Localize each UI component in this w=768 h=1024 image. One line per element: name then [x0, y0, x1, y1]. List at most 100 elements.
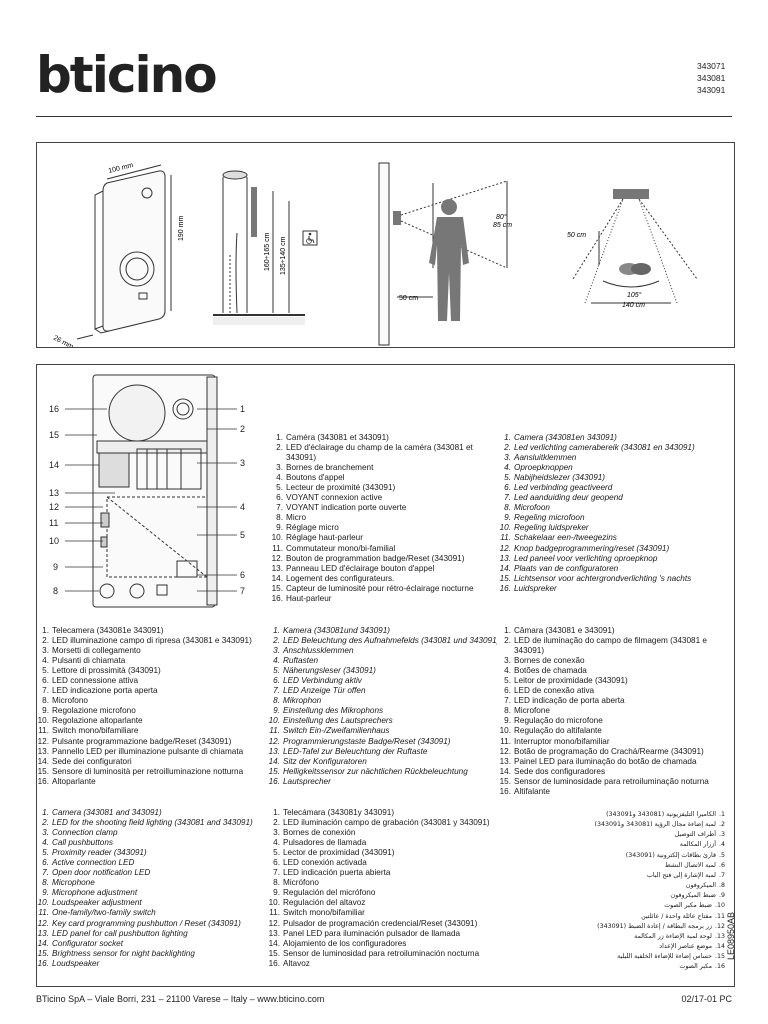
callout-16: 16 — [49, 404, 59, 414]
legend-item-number: 13. — [268, 746, 280, 756]
legend-item-text: Haut-parleur — [286, 593, 332, 603]
legend-item-number: 1. — [276, 433, 283, 442]
legend-item-number: 2. — [504, 443, 511, 453]
camera-view-drawing — [378, 162, 508, 346]
legend-item: 8.Microfoon — [496, 503, 728, 513]
legend-item-number: 16. — [37, 776, 49, 786]
legend-item-number: 2. — [273, 818, 280, 828]
legend-item-number: 9. — [276, 523, 283, 533]
legend-item-number: 1. — [42, 808, 49, 817]
legend-item: 8.Microfone — [496, 706, 732, 716]
legend-item-text: Réglage micro — [286, 523, 339, 533]
legend-item-text: Schakelaar een-/tweegezins — [514, 533, 617, 543]
device-perspective-drawing — [76, 164, 172, 340]
legend-item-text: Helligkeitssensor zur nächtlichen Rückbe… — [283, 766, 468, 776]
legend-item: 3.Connection clamp — [34, 828, 266, 838]
installation-figure-panel: 100 mm 190 mm 26 mm 160÷165 cm 135÷140 c… — [36, 142, 735, 351]
header-divider — [36, 116, 732, 117]
legend-item-number: 1. — [273, 808, 280, 817]
legend-item-number: 6. — [504, 686, 511, 696]
legend-item: 15.Sensore di luminosità per retroillumi… — [34, 767, 266, 777]
legend-item-number: 13. — [271, 563, 283, 573]
legend-item: 5.Lector de proximidad (343091) — [265, 848, 497, 858]
legend-item-text: Capteur de luminosité pour rétro-éclaira… — [286, 583, 474, 593]
angle-horizontal-label: 105° — [627, 291, 642, 299]
legend-item: 4.Botões de chamada — [496, 666, 732, 676]
legend-item-number: 10. — [37, 716, 49, 726]
legend-item-text: Switch mono/bifamiliare — [52, 726, 139, 736]
legend-item: 16.Altifalante — [496, 787, 732, 797]
legend-item-text: Logement des configurateurs. — [286, 573, 395, 583]
legend-item-number: 1. — [42, 626, 49, 635]
legend-list-de: 1.Kamera (343081und 343091)2.LED Beleuch… — [265, 626, 497, 787]
legend-item: 7.LED Anzeige Tür offen — [265, 686, 497, 696]
legend-item: 6.LED Verbindung aktiv — [265, 676, 497, 686]
legend-item-number: 16. — [268, 958, 280, 968]
legend-item: 12.Pulsador de programación credencial/R… — [265, 919, 497, 929]
legend-item-number: 14. — [37, 938, 49, 948]
legend-item-number: 6. — [273, 858, 280, 868]
legend-item-text: Sede dos configuradores — [514, 766, 606, 776]
legend-item-number: 11. — [38, 726, 49, 736]
legend-item-text: Loudspeaker adjustment — [52, 898, 142, 908]
legend-item-text: LED for the shooting field lighting (343… — [52, 818, 253, 828]
legend-item-number: 3. — [42, 828, 49, 838]
legend-item-text: Painel LED para iluminação do botão de c… — [514, 756, 697, 766]
legend-item: 7.VOYANT indication porte ouverte — [268, 503, 500, 513]
legend-item-text: Pannello LED per illuminazione pulsante … — [52, 746, 244, 756]
legend-item: 9.Regeling microfoon — [496, 513, 728, 523]
legend-item: 8.Micro — [268, 513, 500, 523]
legend-item: 13.LED panel for call pushbutton lightin… — [34, 929, 266, 939]
legend-item-text: Lautsprecher — [283, 776, 331, 786]
legend-item-number: 9. — [504, 513, 511, 523]
legend-item-text: Regulação do microfone — [514, 716, 603, 726]
legend-item-number: 2. — [504, 636, 511, 646]
document-code: LE08950AB — [726, 911, 736, 960]
legend-item-number: 4. — [276, 473, 283, 483]
wheelchair-icon — [302, 230, 318, 246]
legend-item-text: VOYANT indication porte ouverte — [286, 503, 407, 513]
legend-item-text: Pulsadores de llamada — [283, 838, 367, 848]
legend-item-text: الميكروفون — [685, 882, 716, 890]
legend-item-number: 6. — [718, 861, 725, 869]
legend-item-number: 6. — [504, 483, 511, 493]
legend-item: 13.Led paneel voor verlichting oproepkno… — [496, 554, 728, 564]
legend-item: 5.Proximity reader (343091) — [34, 848, 266, 858]
legend-item-text: مكبر الصوت — [679, 963, 712, 971]
legend-item-text: Led verlichting camerabereik (343081 en … — [514, 443, 695, 453]
legend-item-text: أطراف التوصيل — [674, 831, 716, 839]
legend-item-number: 4. — [42, 656, 49, 666]
legend-item-number: 9. — [42, 706, 49, 716]
legend-item-number: 14. — [37, 756, 49, 766]
legend-list-ar: 1.الكاميرا التليفزيونية (343081 و343091)… — [540, 810, 725, 973]
legend-item-number: 11. — [269, 908, 280, 918]
device-back-drawing — [92, 374, 218, 608]
legend-item-number: 5. — [718, 851, 725, 859]
legend-item-number: 5. — [273, 666, 280, 676]
legend-item-text: Alojamiento de los configuradores — [283, 938, 407, 948]
legend-item-text: Loudspeaker — [52, 958, 100, 968]
legend-item-number: 2. — [42, 636, 49, 646]
legend-item: 10.Einstellung des Lautsprechers — [265, 716, 497, 726]
legend-item-number: 12. — [499, 746, 511, 756]
legend-item-text: LED Beleuchtung des Aufnahmefelds (34308… — [283, 636, 497, 646]
legend-item: 4.Call pushbuttons — [34, 838, 266, 848]
legend-item-text: Commutateur mono/bi-familial — [286, 543, 396, 553]
legend-item: 12.Knop badgeprogrammering/reset (343091… — [496, 544, 728, 554]
legend-item-number: 13. — [268, 928, 280, 938]
legend-item-text: Pulsador de programación credencial/Rese… — [283, 918, 478, 928]
legend-item: 6.VOYANT connexion active — [268, 493, 500, 503]
legend-item: 12.Botão de programação do Crachá/Rearme… — [496, 747, 732, 757]
legend-item: 11.Schakelaar een-/tweegezins — [496, 533, 728, 543]
legend-item-text: Kamera (343081und 343091) — [283, 626, 390, 635]
legend-item-number: 5. — [273, 848, 280, 858]
legend-item: 15.Helligkeitssensor zur nächtlichen Rüc… — [265, 767, 497, 777]
legend-item: 4.Oproepknoppen — [496, 463, 728, 473]
legend-item: 9.Réglage micro — [268, 523, 500, 533]
legend-item-number: 9. — [718, 892, 725, 900]
legend-item-text: Réglage haut-parleur — [286, 533, 363, 543]
legend-item: 7.LED indicación puerta abierta — [265, 868, 497, 878]
legend-item-text: Câmara (343081 e 343091) — [514, 626, 615, 635]
legend-item: 11.Interruptor mono/bifamiliar — [496, 737, 732, 747]
legend-item-text: LED indicação de porta aberta — [514, 696, 625, 706]
